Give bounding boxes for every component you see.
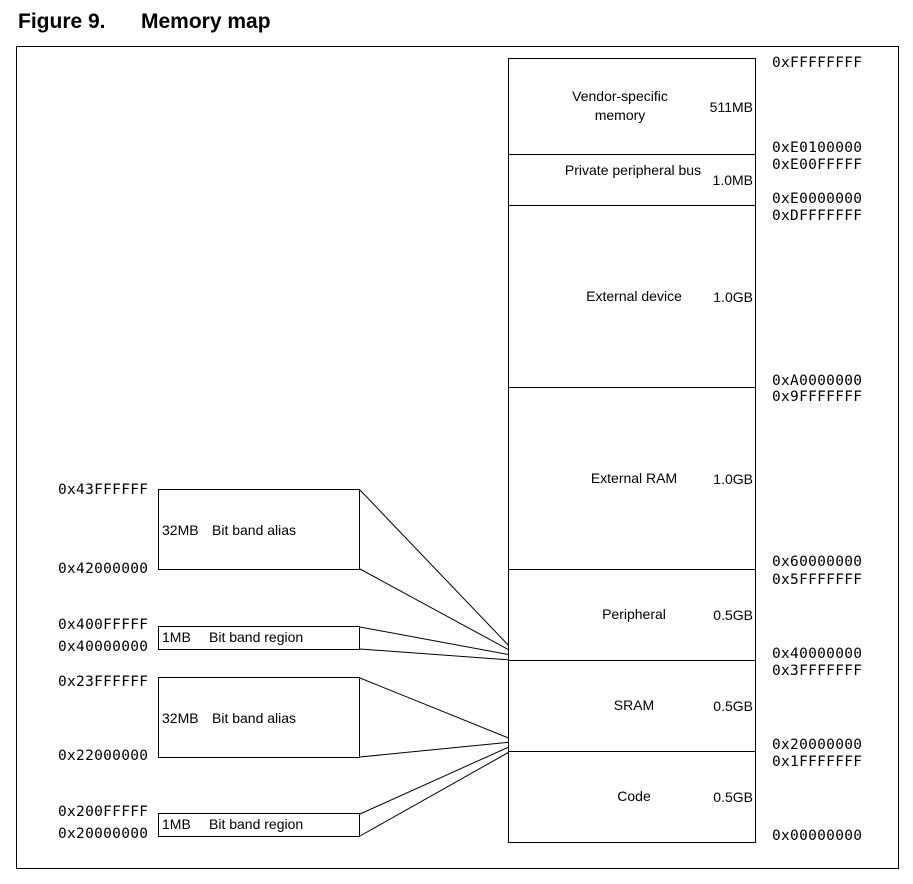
connector-line xyxy=(359,741,512,758)
region-name: External device xyxy=(586,288,682,304)
address-label: 0x40000000 xyxy=(58,639,149,655)
bitband-name: Bit band region xyxy=(209,629,304,645)
bitband-size: 32MB xyxy=(162,710,199,726)
address-label: 0x60000000 xyxy=(772,554,863,570)
connector-line xyxy=(359,745,512,815)
connector-line xyxy=(359,489,512,649)
region-peripheral: Peripheral 0.5GB xyxy=(508,569,756,661)
address-label: 0x9FFFFFFF xyxy=(772,389,863,405)
region-name: Peripheral xyxy=(602,606,666,622)
region-size: 0.5GB xyxy=(713,789,753,805)
address-label: 0x00000000 xyxy=(772,828,863,844)
address-label: 0x42000000 xyxy=(58,561,149,577)
address-label: 0x3FFFFFFF xyxy=(772,663,863,679)
bitband-region-box-lower: 1MB Bit band region xyxy=(158,813,360,837)
address-label: 0x22000000 xyxy=(58,748,149,764)
region-name: Private peripheral bus xyxy=(564,162,702,178)
connector-line xyxy=(359,626,512,656)
address-label: 0x5FFFFFFF xyxy=(772,572,863,588)
connector-line xyxy=(359,750,512,837)
address-label: 0x1FFFFFFF xyxy=(772,754,863,770)
address-label: 0xFFFFFFFF xyxy=(772,55,863,71)
bitband-region-box-upper: 1MB Bit band region xyxy=(158,626,360,650)
bitband-name: Bit band alias xyxy=(212,522,297,538)
region-name: Code xyxy=(617,788,651,804)
address-label: 0x400FFFFF xyxy=(58,617,149,633)
region-size: 1.0GB xyxy=(713,471,753,487)
connector-line xyxy=(359,648,512,661)
region-size: 0.5GB xyxy=(713,607,753,623)
bitband-alias-box-lower: 32MB Bit band alias xyxy=(158,677,360,758)
region-size: 1.0GB xyxy=(713,289,753,305)
address-label: 0x20000000 xyxy=(58,826,149,842)
region-name: External RAM xyxy=(590,470,678,486)
address-label: 0xE00FFFFF xyxy=(772,157,863,173)
address-label: 0x23FFFFFF xyxy=(58,674,149,690)
region-external-ram: External RAM 1.0GB xyxy=(508,387,756,570)
region-name: Vendor-specific memory xyxy=(572,88,668,123)
region-sram: SRAM 0.5GB xyxy=(508,660,756,752)
bitband-name: Bit band alias xyxy=(212,710,297,726)
region-size: 0.5GB xyxy=(713,698,753,714)
diagram-frame xyxy=(16,46,899,869)
bitband-name: Bit band region xyxy=(209,816,304,832)
bitband-alias-box-upper: 32MB Bit band alias xyxy=(158,489,360,570)
region-private-peripheral-bus: Private peripheral bus 1.0MB xyxy=(508,154,756,206)
address-label: 0xDFFFFFFF xyxy=(772,208,863,224)
figure-caption: Memory map xyxy=(141,10,271,33)
region-size: 1.0MB xyxy=(712,172,753,188)
address-label: 0xA0000000 xyxy=(772,373,863,389)
bitband-size: 32MB xyxy=(162,522,199,538)
figure-title: Figure 9. Memory map xyxy=(18,10,271,34)
region-name: SRAM xyxy=(613,697,655,713)
address-label: 0xE0100000 xyxy=(772,140,863,156)
figure-number: Figure 9. xyxy=(18,10,106,33)
region-size: 511MB xyxy=(709,99,753,115)
address-label: 0x40000000 xyxy=(772,646,863,662)
address-label: 0x200FFFFF xyxy=(58,804,149,820)
connector-line xyxy=(359,568,512,652)
connector-line xyxy=(359,677,512,740)
address-label: 0x43FFFFFF xyxy=(58,482,149,498)
bitband-size: 1MB xyxy=(162,629,191,645)
bitband-size: 1MB xyxy=(162,816,191,832)
region-code: Code 0.5GB xyxy=(508,751,756,843)
region-vendor-specific-memory: Vendor-specific memory 511MB xyxy=(508,58,756,155)
address-label: 0x20000000 xyxy=(772,737,863,753)
address-label: 0xE0000000 xyxy=(772,191,863,207)
region-external-device: External device 1.0GB xyxy=(508,205,756,388)
